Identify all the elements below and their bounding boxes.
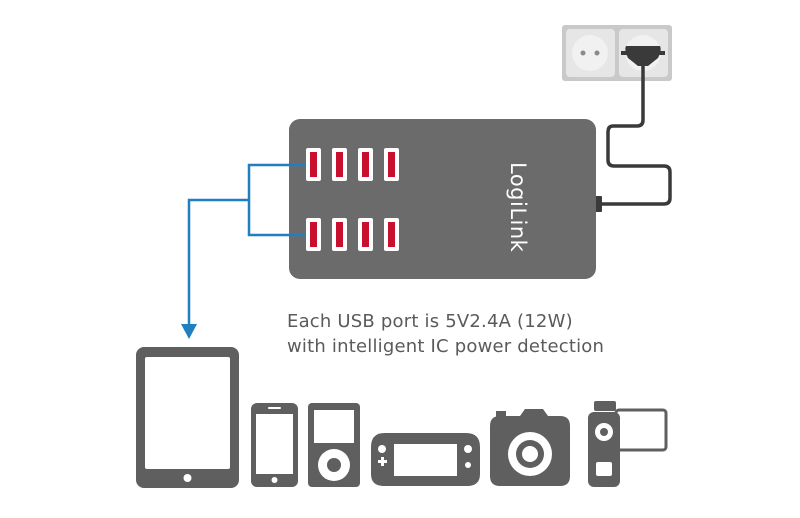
caption-line-1: Each USB port is 5V2.4A (12W) [287, 311, 573, 332]
media-player-icon [308, 403, 360, 487]
usb-charging-hub: LogiLink [289, 119, 596, 279]
caption-line-2: with intelligent IC power detection [287, 336, 605, 357]
arrow-head-icon [181, 324, 197, 339]
logilink-logo: LogiLink [506, 162, 530, 253]
tablet-icon [136, 347, 239, 488]
usb-port-row-bottom [306, 218, 399, 251]
power-cable [594, 46, 672, 212]
connector-lines [187, 163, 305, 326]
camcorder-icon [588, 401, 668, 487]
usb-port-row-top [306, 148, 399, 181]
camera-icon [490, 409, 570, 486]
handheld-console-icon [371, 433, 480, 486]
port-spec-caption: Each USB port is 5V2.4A (12W) with intel… [287, 309, 647, 359]
smartphone-icon [251, 403, 298, 487]
